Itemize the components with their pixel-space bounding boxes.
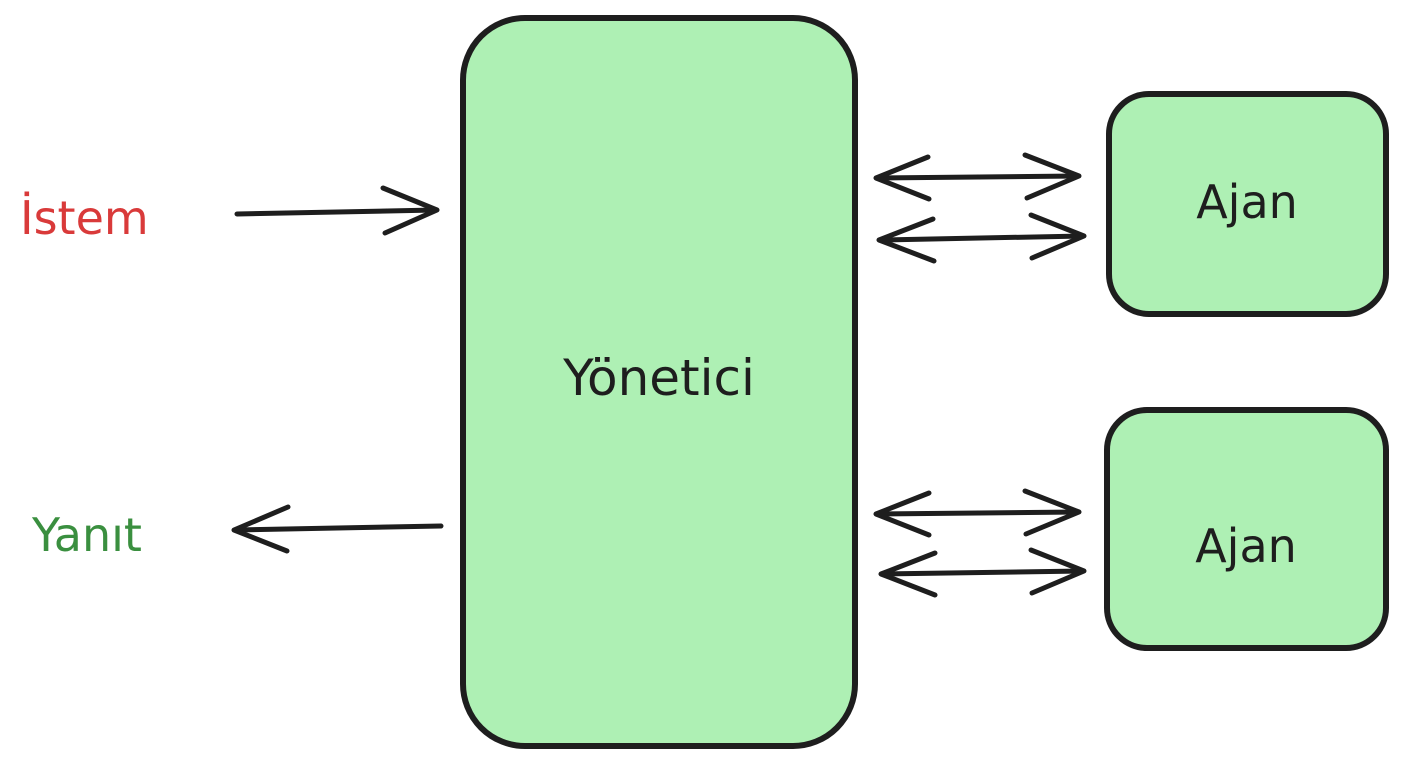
agent-node-1: Ajan [1106,91,1389,317]
agent-node-2: Ajan [1104,407,1389,651]
link-manager-agent-2 [873,488,1087,598]
response-label: Yanıt [31,508,142,562]
request-arrow-shaft [234,207,439,217]
agent-box-1 [1106,91,1389,317]
request-label: İstem [20,191,149,245]
manager-node: Yönetici [460,15,858,749]
double-arrow-2a [873,488,1082,538]
manager-box [460,15,858,749]
double-arrow-1a [873,152,1082,202]
request-arrow-head [380,185,440,236]
response-arrow-head [231,504,291,554]
response-arrow-shaft [232,523,444,533]
agent-label-2: Ajan [1195,519,1297,573]
agent-label-1: Ajan [1196,175,1298,229]
link-manager-agent-1 [873,152,1087,264]
request-arrow [234,185,440,236]
agent-box-2 [1104,407,1389,651]
double-arrow-2b [878,547,1087,598]
double-arrow-1b [876,212,1087,264]
manager-label: Yönetici [562,349,755,407]
response-arrow [231,504,444,554]
